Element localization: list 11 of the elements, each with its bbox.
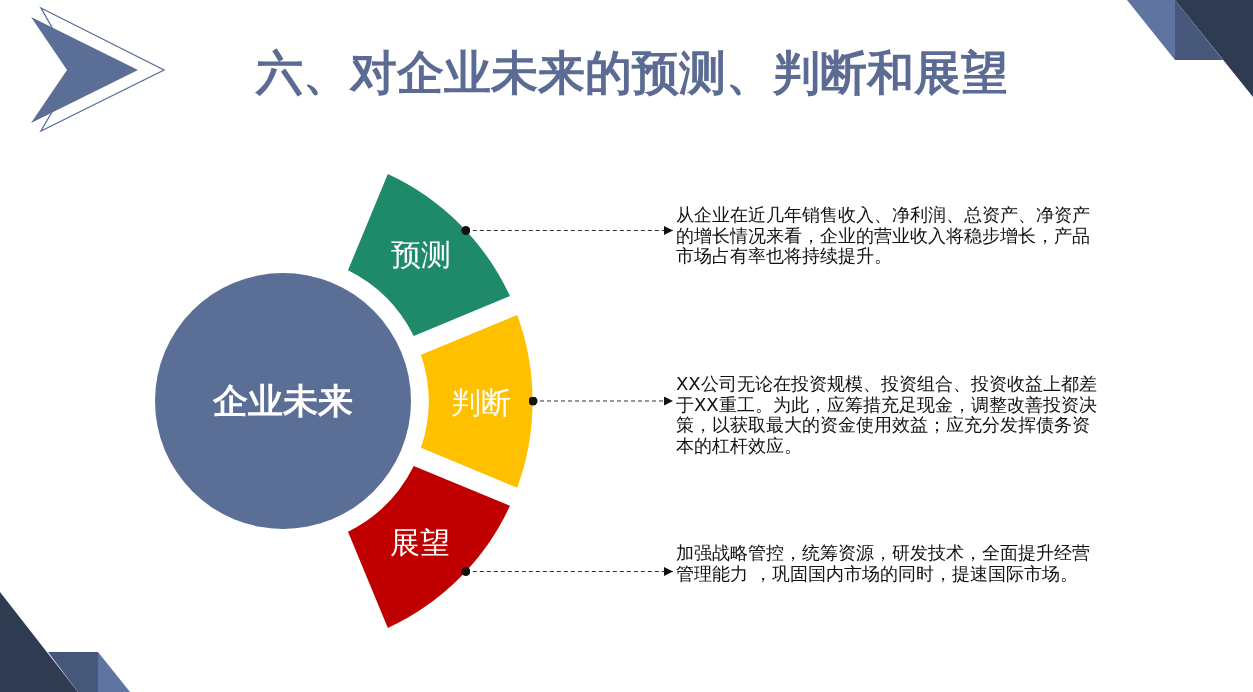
description-text: XX公司无论在投资规模、投资组合、投资收益上都差于XX重工。为此，应筹措充足现金，调整改善投资决策，以获取最大的资金使用效益；应充分发挥债务资本的杠杆效应。 bbox=[676, 374, 1100, 456]
description-text: 加强战略管控，统筹资源，研发技术，全面提升经营管理能力 ，巩固国内市场的同时，提速国际市场。 bbox=[676, 543, 1100, 584]
dashed-arrow bbox=[528, 396, 674, 406]
dashed-arrow bbox=[461, 226, 674, 235]
circle-label: 企业未来 bbox=[213, 380, 353, 422]
description-text: 从企业在近几年销售收入、净利润、总资产、净资产的增长情况来看，企业的营业收入将稳步增长，产品市场占有率也将持续提升。 bbox=[676, 205, 1100, 267]
segment-label: 预测 bbox=[391, 237, 451, 273]
slide-title: 六、对企业未来的预测、判断和展望 bbox=[256, 44, 1008, 102]
dashed-arrow bbox=[461, 567, 674, 576]
segment-label: 判断 bbox=[451, 385, 511, 421]
segment-label: 展望 bbox=[390, 525, 450, 561]
